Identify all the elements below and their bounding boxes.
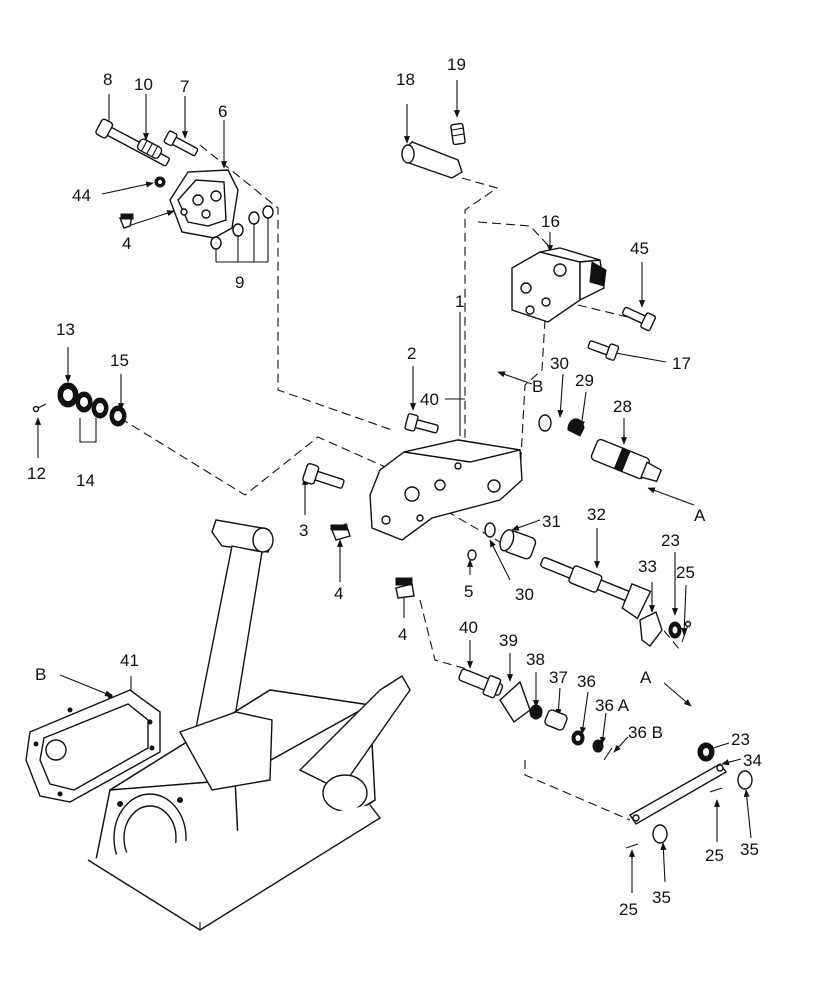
callout-37: 37 (549, 668, 568, 687)
callout-4: 4 (398, 625, 407, 644)
callout-30: 30 (515, 585, 534, 604)
lever-handle-assembly (401, 122, 466, 179)
callout-16: 16 (541, 212, 560, 231)
callout-38: 38 (526, 650, 545, 669)
callout-19: 19 (447, 55, 466, 74)
callout-25: 25 (705, 846, 724, 865)
valve-block-assembly (511, 247, 657, 361)
callout-36A: 36 A (595, 696, 630, 715)
callout-14: 14 (76, 471, 95, 490)
seal-stack (32, 382, 127, 427)
callout-2: 2 (407, 344, 416, 363)
callout-1: 1 (455, 292, 464, 311)
callout-28: 28 (613, 397, 632, 416)
rear-axle-housing (87, 519, 411, 931)
callout-23: 23 (661, 531, 680, 550)
callout-40: 40 (420, 390, 439, 409)
callout-23: 23 (731, 730, 750, 749)
callout-34: 34 (743, 751, 762, 770)
callout-36: 36 (577, 672, 596, 691)
shaft-assembly (484, 414, 692, 647)
callout-29: 29 (575, 371, 594, 390)
callout-39: 39 (499, 631, 518, 650)
callout-45: 45 (630, 239, 649, 258)
callout-13: 13 (56, 320, 75, 339)
callout-30: 30 (550, 354, 569, 373)
callout-8: 8 (103, 70, 112, 89)
callout-7: 7 (180, 77, 189, 96)
callout-labels: 8 10 7 6 44 4 9 18 19 16 45 17 1 13 15 2… (27, 55, 762, 919)
callout-5: 5 (464, 582, 473, 601)
callout-35: 35 (652, 888, 671, 907)
callout-B: B (532, 377, 543, 396)
callout-18: 18 (396, 70, 415, 89)
callout-4: 4 (334, 584, 343, 603)
callout-41: 41 (120, 651, 139, 670)
callout-32: 32 (587, 505, 606, 524)
callout-40: 40 (459, 618, 478, 637)
cover-plate-assembly (95, 118, 274, 250)
callout-A: A (640, 668, 652, 687)
callout-25: 25 (619, 900, 638, 919)
callout-33: 33 (638, 557, 657, 576)
callout-44: 44 (72, 186, 91, 205)
gasket (25, 689, 161, 803)
callout-17: 17 (672, 354, 691, 373)
callout-35: 35 (740, 840, 759, 859)
callout-10: 10 (134, 75, 153, 94)
callout-4: 4 (122, 234, 131, 253)
callout-9: 9 (235, 273, 244, 292)
callout-25: 25 (676, 563, 695, 582)
main-housing-assembly (302, 413, 523, 599)
callout-15: 15 (110, 351, 129, 370)
callout-A: A (694, 506, 706, 525)
callout-36B: 36 B (628, 723, 663, 742)
callout-12: 12 (27, 464, 46, 483)
callout-31: 31 (542, 512, 561, 531)
callout-leaders (34, 80, 752, 893)
callout-B: B (35, 665, 46, 684)
callout-6: 6 (218, 102, 227, 121)
linkage-assembly (458, 668, 753, 849)
callout-3: 3 (299, 521, 308, 540)
